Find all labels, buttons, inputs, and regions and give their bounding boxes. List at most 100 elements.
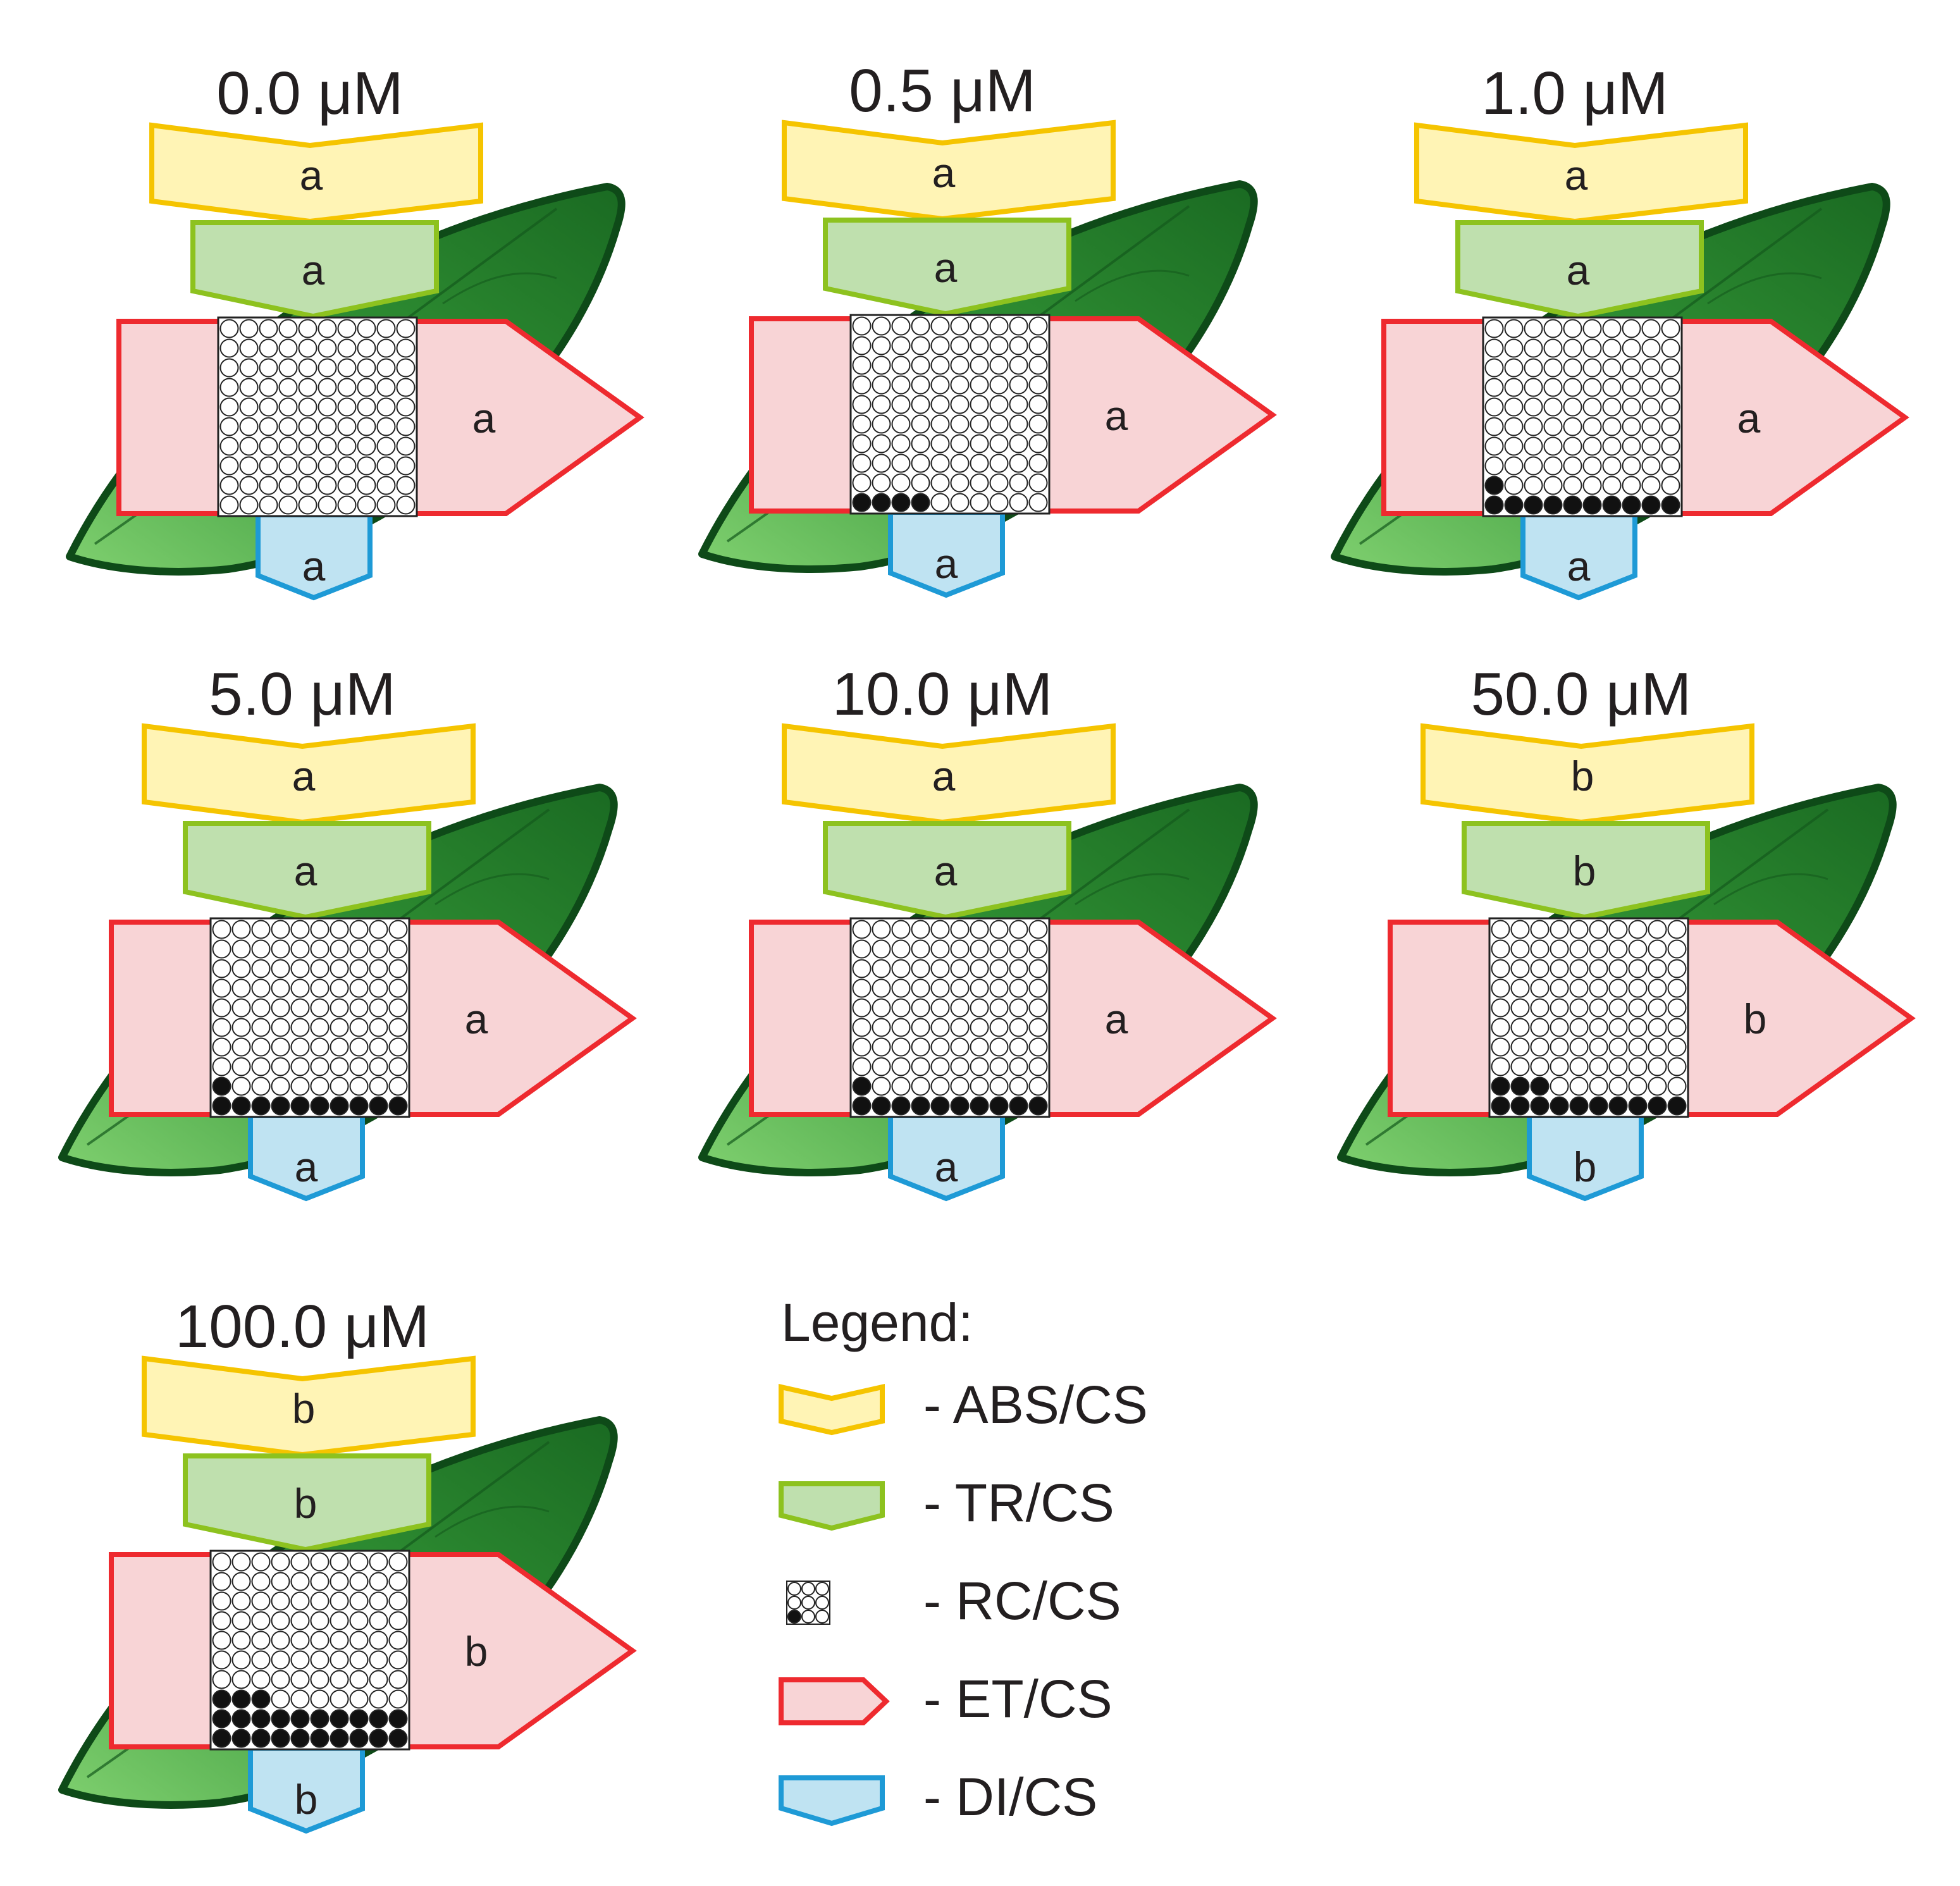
rc-open-dot	[950, 473, 970, 493]
rc-open-dot	[212, 1650, 231, 1670]
rc-open-dot	[950, 978, 970, 998]
rc-open-dot	[330, 1591, 349, 1611]
rc-open-dot	[310, 1650, 330, 1670]
rc-open-dot	[1628, 1076, 1648, 1096]
rc-open-dot	[891, 355, 911, 375]
rc-open-dot	[349, 920, 369, 939]
rc-grid	[1488, 917, 1689, 1118]
rc-open-dot	[337, 397, 357, 417]
legend: Legend:- ABS/CS- TR/CS- RC/CS- ET/CS- DI…	[779, 1293, 1148, 1827]
rc-open-dot	[1550, 1057, 1569, 1076]
rc-open-dot	[891, 336, 911, 355]
rc-open-dot	[1028, 414, 1048, 434]
rc-open-dot	[1028, 355, 1048, 375]
rc-open-dot	[396, 456, 416, 476]
rc-grid	[849, 917, 1051, 1118]
rc-open-dot	[1622, 417, 1641, 436]
rc-open-dot	[298, 495, 317, 515]
rc-open-dot	[970, 1037, 989, 1057]
rc-open-dot	[278, 417, 298, 436]
rc-open-dot	[852, 473, 872, 493]
rc-open-dot	[337, 436, 357, 456]
rc-open-dot	[1543, 338, 1563, 358]
legend-label: - ET/CS	[923, 1669, 1113, 1729]
rc-open-dot	[337, 358, 357, 378]
rc-open-dot	[950, 336, 970, 355]
rc-open-dot	[239, 358, 259, 378]
rc-open-dot	[349, 1057, 369, 1076]
rc-open-dot	[1524, 436, 1543, 456]
rc-open-dot	[891, 395, 911, 414]
rc-open-dot	[950, 395, 970, 414]
rc-open-dot	[290, 1076, 310, 1096]
rc-open-dot	[330, 1689, 349, 1709]
rc-open-dot	[1569, 1018, 1589, 1037]
rc-closed-dot	[231, 1689, 251, 1709]
rc-open-dot	[950, 434, 970, 453]
rc-open-dot	[989, 1037, 1009, 1057]
rc-open-dot	[357, 456, 376, 476]
rc-open-dot	[950, 414, 970, 434]
rc-open-dot	[970, 1018, 989, 1037]
rc-closed-dot	[1661, 495, 1680, 515]
rc-open-dot	[219, 456, 239, 476]
rc-open-dot	[290, 1591, 310, 1611]
rc-open-dot	[298, 417, 317, 436]
rc-closed-dot	[349, 1709, 369, 1729]
rc-open-dot	[970, 1057, 989, 1076]
rc-open-dot	[872, 1037, 891, 1057]
abs-letter: a	[300, 152, 323, 199]
rc-open-dot	[1602, 338, 1622, 358]
rc-closed-dot	[852, 1096, 872, 1116]
rc-closed-dot	[1641, 495, 1661, 515]
rc-open-dot	[930, 1037, 950, 1057]
rc-open-dot	[369, 1552, 388, 1572]
rc-open-dot	[271, 998, 290, 1018]
rc-open-dot	[872, 978, 891, 998]
rc-closed-dot	[872, 493, 891, 512]
rc-open-dot	[337, 417, 357, 436]
rc-open-dot	[1628, 1018, 1648, 1037]
rc-open-dot	[1563, 319, 1582, 338]
rc-closed-dot	[1582, 495, 1602, 515]
rc-open-dot	[396, 397, 416, 417]
rc-open-dot	[989, 920, 1009, 939]
rc-closed-dot	[349, 1729, 369, 1748]
rc-open-dot	[231, 1018, 251, 1037]
rc-closed-dot	[1608, 1096, 1628, 1116]
rc-open-dot	[298, 358, 317, 378]
rc-open-dot	[278, 358, 298, 378]
abs-letter: a	[932, 753, 956, 799]
rc-open-dot	[1543, 397, 1563, 417]
rc-open-dot	[1510, 1057, 1530, 1076]
rc-open-dot	[337, 338, 357, 358]
di-box: b	[1527, 1113, 1644, 1202]
legend-item-rc: - RC/CS	[786, 1571, 1121, 1630]
rc-open-dot	[298, 476, 317, 495]
tr-letter: a	[1567, 247, 1590, 293]
rc-closed-dot	[212, 1096, 231, 1116]
concentration-label: 1.0 μM	[1481, 59, 1668, 127]
rc-open-dot	[1608, 1057, 1628, 1076]
rc-closed-dot	[891, 493, 911, 512]
rc-closed-dot	[1524, 495, 1543, 515]
rc-open-dot	[891, 375, 911, 395]
rc-open-dot	[271, 1650, 290, 1670]
rc-closed-dot	[231, 1729, 251, 1748]
rc-open-dot	[251, 1076, 271, 1096]
rc-open-dot	[1569, 1076, 1589, 1096]
rc-open-dot	[388, 1650, 408, 1670]
rc-open-dot	[1641, 476, 1661, 495]
rc-closed-dot	[330, 1729, 349, 1748]
et-letter: b	[465, 1628, 488, 1675]
rc-open-dot	[1009, 375, 1028, 395]
rc-open-dot	[330, 1552, 349, 1572]
rc-open-dot	[1661, 338, 1680, 358]
rc-open-dot	[317, 436, 337, 456]
rc-open-dot	[930, 998, 950, 1018]
rc-open-dot	[290, 920, 310, 939]
rc-closed-dot	[290, 1096, 310, 1116]
tr-letter: b	[294, 1480, 317, 1527]
rc-open-dot	[1524, 456, 1543, 476]
